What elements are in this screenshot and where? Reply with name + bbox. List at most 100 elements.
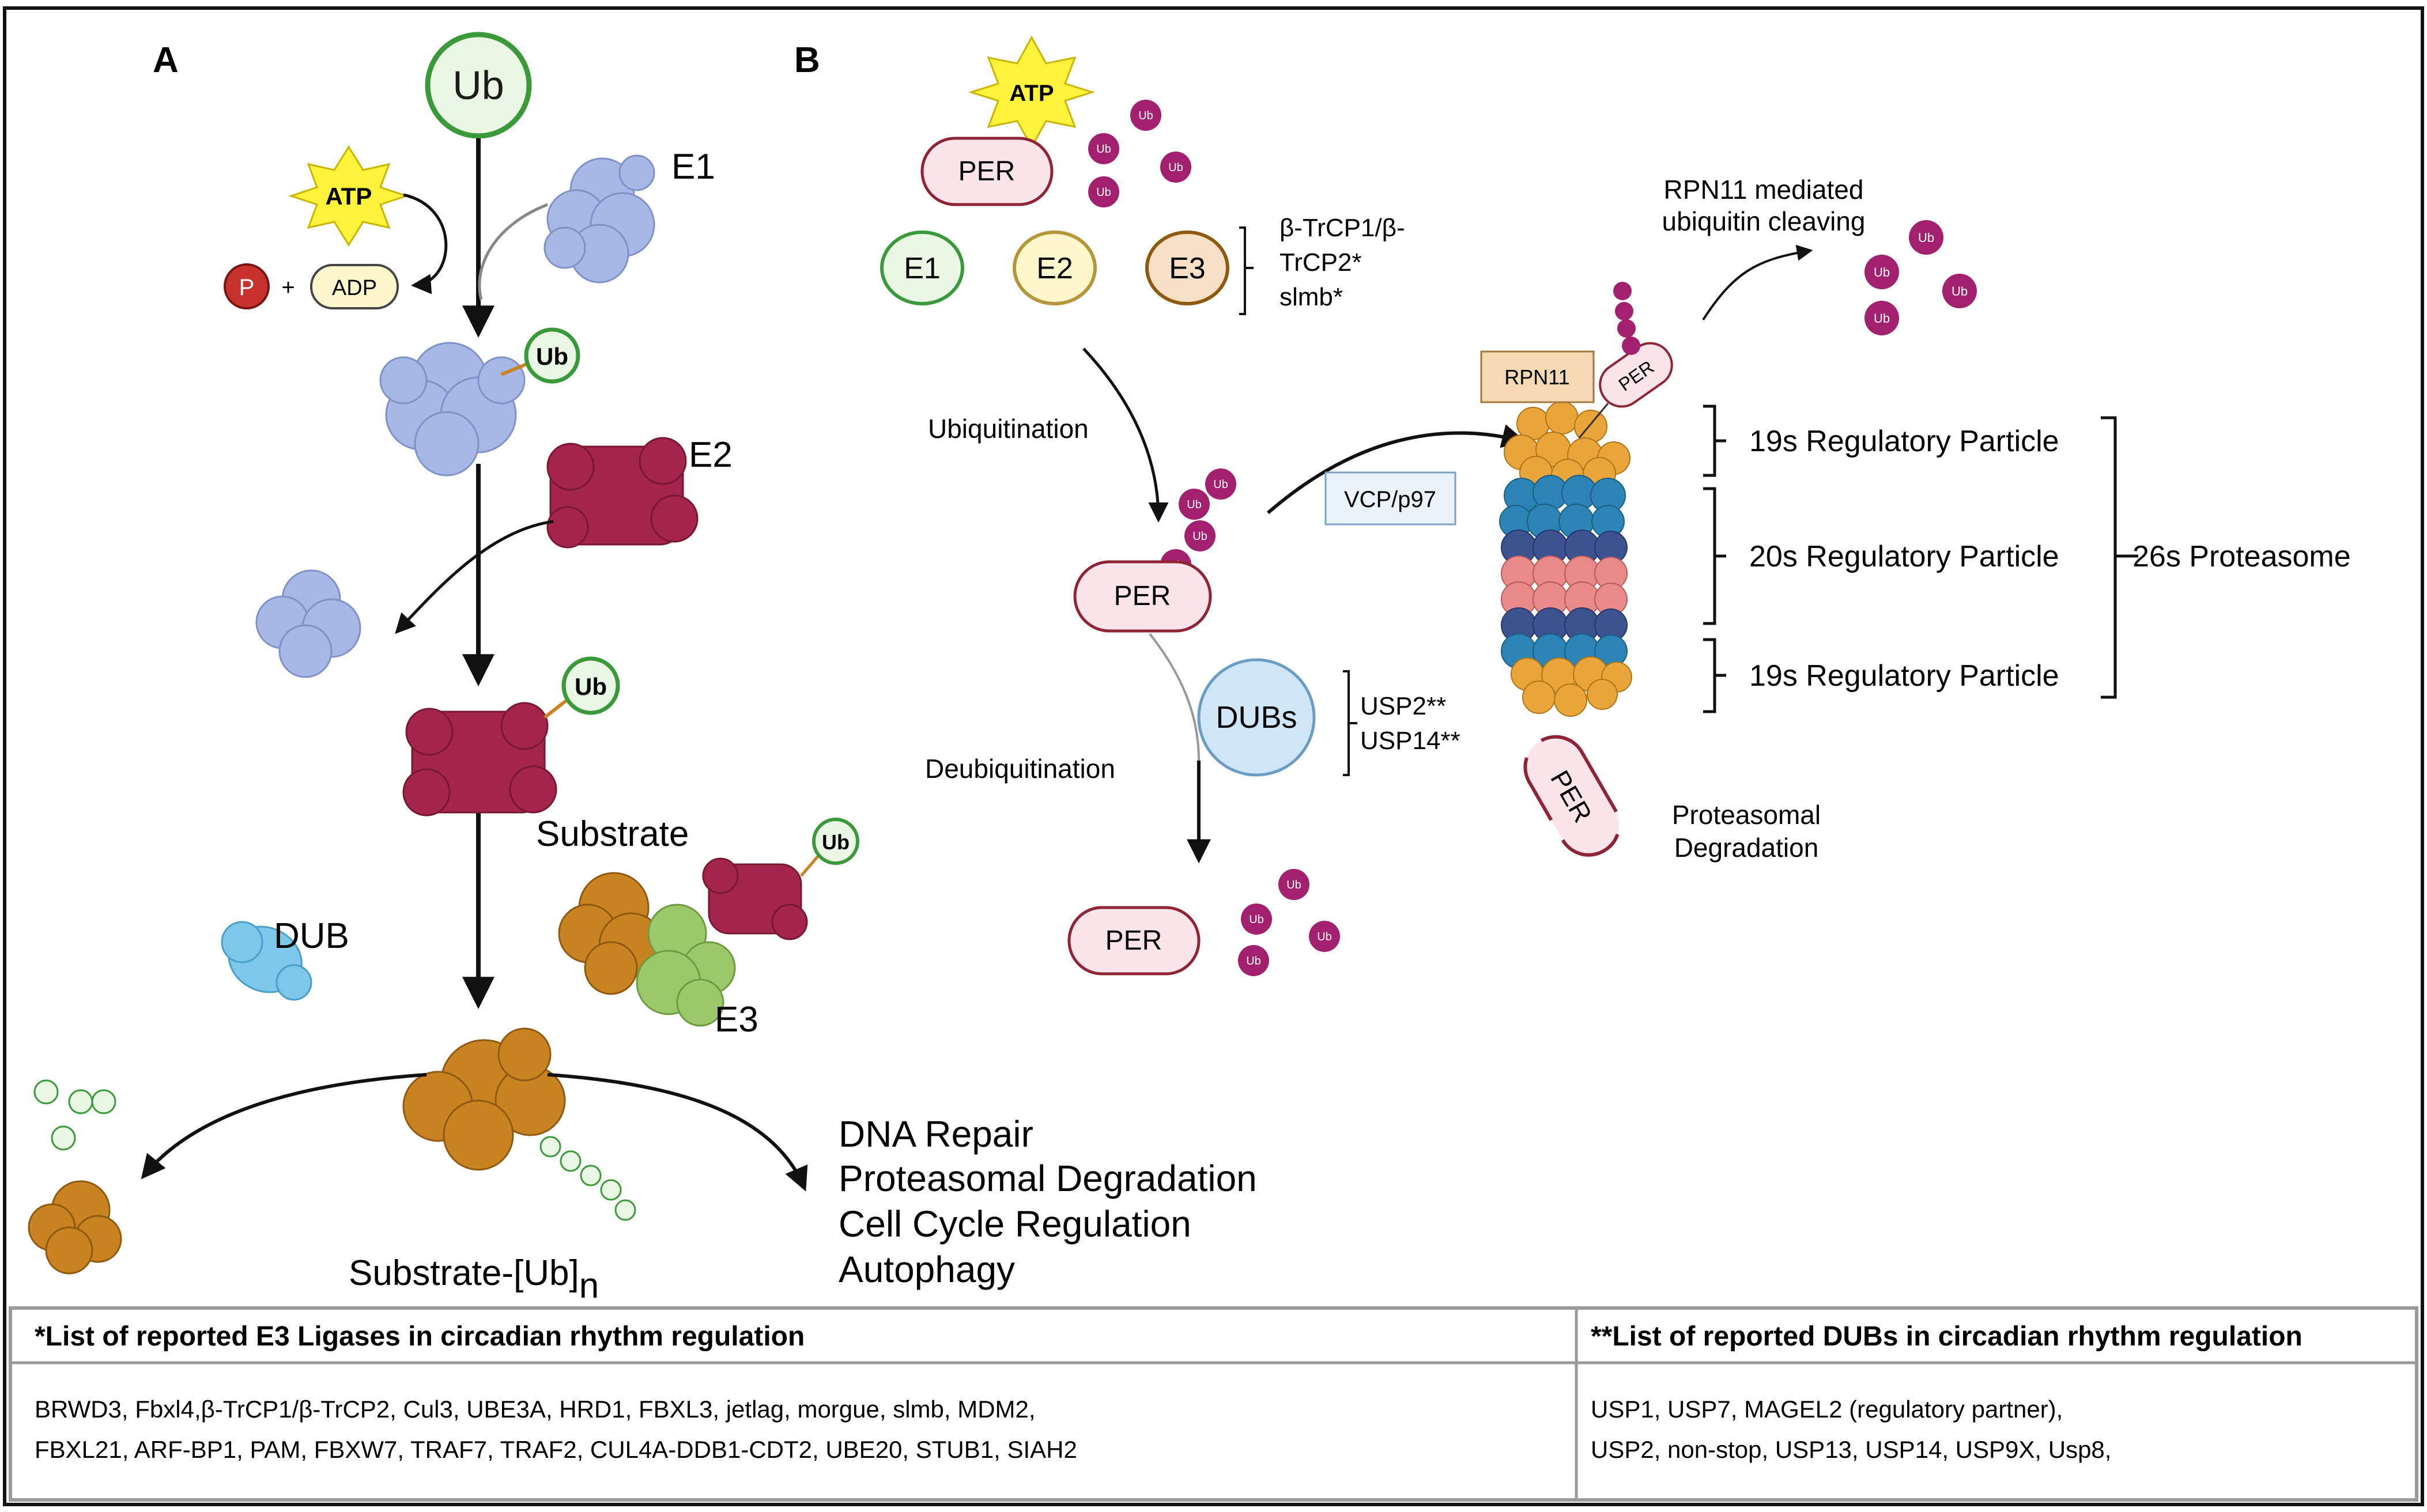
e2-enzyme-icon [546, 437, 699, 549]
per-top-pill: PER [920, 137, 1054, 206]
ub-bottom-1: Ub [1286, 879, 1301, 891]
reference-table [9, 1306, 2418, 1502]
ub-bottom-3: Ub [1317, 931, 1332, 943]
panel-b-label: B [794, 40, 820, 80]
outcome-autophagy: Autophagy [839, 1249, 1015, 1290]
phosphate-label: P [239, 275, 255, 300]
dub-label: DUB [274, 916, 349, 956]
particle-19s-bottom: 19s Regulatory Particle [1749, 659, 2059, 693]
ub-top-2: Ub [1096, 143, 1111, 156]
vcp-p97-box: VCP/p97 [1324, 471, 1456, 526]
ub-top-3: Ub [1168, 161, 1183, 174]
ub-released-2: Ub [1874, 265, 1890, 279]
table-dub-header: **List of reported DUBs in circadian rhy… [1591, 1321, 2303, 1352]
dubs-label: DUBs [1216, 700, 1297, 735]
deubiquitination-label: Deubiquitination [925, 754, 1115, 784]
ub-chain-3: Ub [1192, 530, 1207, 543]
outcome-proteasomal-degradation: Proteasomal Degradation [839, 1158, 1257, 1199]
substrate-ubn-subscript: n [579, 1266, 599, 1306]
substrate-ub-label: Ub [822, 830, 850, 854]
table-e3-line-2: FBXL21, ARF-BP1, PAM, FBXW7, TRAF7, TRAF… [35, 1436, 1077, 1463]
e2-ub-label: Ub [575, 673, 607, 700]
ub-top-4: Ub [1096, 186, 1111, 199]
particle-19s-top: 19s Regulatory Particle [1749, 425, 2059, 458]
phosphate-icon: P [224, 263, 270, 309]
degradation-label-1: Proteasomal [1672, 800, 1821, 830]
vcp-label: VCP/p97 [1344, 487, 1436, 512]
free-ub-cluster-icon [33, 1079, 116, 1151]
e2-b-circle: E2 [1013, 230, 1097, 305]
ub-chain-1: Ub [1213, 478, 1228, 491]
e1-enzyme-icon [543, 154, 655, 284]
rpn11-note-1: RPN11 mediated [1664, 175, 1864, 205]
per-middle-label: PER [1114, 581, 1171, 611]
atp-a-label: ATP [326, 183, 372, 210]
per-bottom-label: PER [1105, 925, 1162, 956]
e2-b-label: E2 [1036, 252, 1073, 285]
atp-burst-icon: ATP [288, 145, 409, 247]
per-middle-pill: PER [1073, 560, 1212, 633]
ub-cluster-top-icon [1088, 100, 1191, 207]
ub-chain-proteasome-icon [1613, 282, 1640, 355]
per-degraded-icon: PER [1523, 735, 1621, 857]
dubs-circle: DUBs [1197, 658, 1316, 777]
e2-label: E2 [689, 435, 733, 475]
per-top-label: PER [958, 156, 1016, 187]
free-substrate-icon [28, 1180, 122, 1275]
rpn11-note-2: ubiquitin cleaving [1662, 206, 1866, 236]
substrate-e3-complex-icon: Ub [558, 818, 859, 1027]
per-proteasome-pill: PER [1599, 342, 1673, 408]
ub-cluster-released-icon [1864, 220, 1977, 335]
dub-b-list-2: USP14** [1360, 727, 1460, 755]
degradation-label-2: Degradation [1674, 833, 1819, 863]
rpn11-box: RPN11 [1480, 350, 1595, 403]
ub-released-3: Ub [1952, 284, 1968, 298]
e1-b-label: E1 [904, 252, 941, 285]
table-e3-line-1: BRWD3, Fbxl4,β-TrCP1/β-TrCP2, Cul3, UBE3… [35, 1396, 1036, 1423]
adp-label: ADP [332, 276, 377, 300]
dub-b-list-1: USP2** [1360, 692, 1446, 720]
e1-ub-complex-icon: Ub [379, 327, 580, 477]
adp-pill: ADP [310, 264, 399, 309]
substrate-ubn-label: Substrate-[Ub]n [349, 1253, 599, 1306]
ub-top-label: Ub [452, 63, 504, 108]
proteasome-icon [1499, 401, 1632, 717]
table-e3-header: *List of reported E3 Ligases in circadia… [35, 1321, 805, 1352]
table-dub-line-1: USP1, USP7, MAGEL2 (regulatory partner), [1591, 1396, 2063, 1423]
e3-b-list-3: slmb* [1279, 283, 1343, 311]
ubiquitinated-substrate-icon [402, 1027, 636, 1221]
panel-a-label: A [153, 40, 179, 80]
substrate-label: Substrate [536, 814, 689, 854]
outcome-dna-repair: DNA Repair [839, 1113, 1033, 1155]
e1-label: E1 [671, 147, 715, 187]
e3-b-label: E3 [1169, 252, 1206, 285]
e1-ub-label: Ub [536, 343, 568, 370]
e3-b-circle: E3 [1145, 230, 1229, 305]
particle-20s: 20s Regulatory Particle [1749, 540, 2059, 573]
ub-released-1: Ub [1918, 230, 1934, 245]
ub-cluster-bottom-icon [1238, 869, 1340, 976]
rpn11-label: RPN11 [1504, 365, 1569, 389]
outcome-cell-cycle: Cell Cycle Regulation [839, 1203, 1191, 1245]
ubiquitination-label: Ubiquitination [928, 414, 1089, 444]
e3-label: E3 [715, 1000, 758, 1040]
ub-bottom-4: Ub [1246, 955, 1261, 967]
ub-released-4: Ub [1874, 311, 1890, 326]
table-dub-line-2: USP2, non-stop, USP13, USP14, USP9X, Usp… [1591, 1436, 2111, 1463]
ub-top-1: Ub [1138, 109, 1153, 122]
ub-chain-2: Ub [1187, 498, 1202, 511]
e3-b-list-2: TrCP2* [1279, 248, 1362, 277]
e2-ub-complex-icon: Ub [402, 656, 620, 817]
atp-b-label: ATP [1009, 81, 1054, 106]
per-bottom-pill: PER [1067, 906, 1201, 976]
free-e1-icon [255, 569, 361, 678]
dub-enzyme-icon [221, 921, 312, 1001]
ub-top-icon: Ub [425, 32, 532, 139]
ub-bottom-2: Ub [1249, 913, 1264, 926]
proteasome-26s-label: 26s Proteasome [2132, 540, 2351, 573]
e3-b-list-1: β-TrCP1/β- [1279, 214, 1405, 242]
e1-b-circle: E1 [880, 230, 964, 305]
plus-sign: + [281, 275, 295, 300]
